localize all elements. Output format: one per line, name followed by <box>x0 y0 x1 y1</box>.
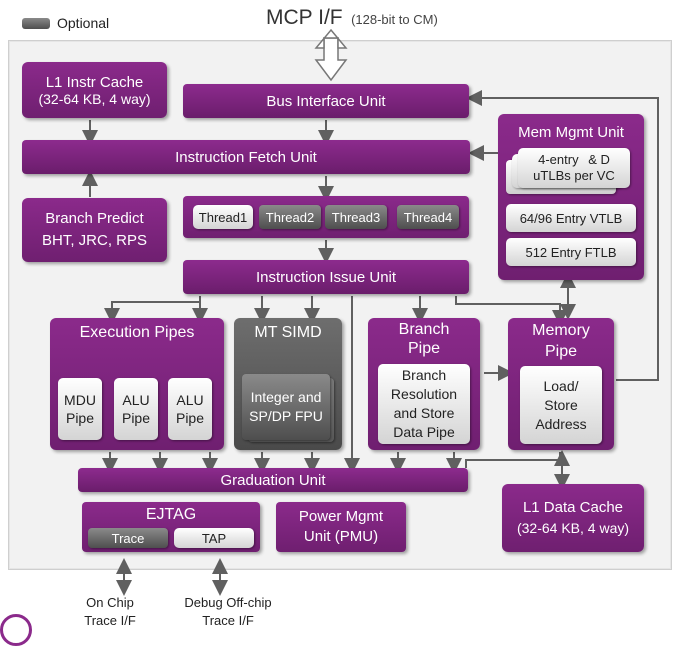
branch-pipe-title: Branch Pipe <box>368 320 480 358</box>
branch-predict-detail: BHT, JRC, RPS <box>41 232 147 249</box>
ftlb: 512 Entry FTLB <box>506 238 636 266</box>
mem-mgmt-title: Mem Mgmt Unit <box>518 124 624 141</box>
onchip-line1: On Chip <box>86 595 134 610</box>
thread-bar: Thread1 Thread2 Thread3 Thread4 <box>183 196 469 238</box>
mdu-pipe-line2: Pipe <box>65 410 95 426</box>
thread-4: Thread4 <box>397 205 459 229</box>
alu-pipe-1-line1: ALU <box>122 392 150 408</box>
connection-arrows <box>82 28 659 596</box>
fpu-line1: Integer and <box>250 389 322 405</box>
branch-pipe-title-1: Branch <box>398 321 450 338</box>
branch-pipe-title-2: Pipe <box>407 340 441 357</box>
bus-interface-unit: Bus Interface Unit <box>183 84 469 118</box>
l1-data-cache: L1 Data Cache (32-64 KB, 4 way) <box>502 484 644 552</box>
l1-data-size: (32-64 KB, 4 way) <box>516 520 630 536</box>
execution-pipes: Execution Pipes MDU Pipe ALU Pipe ALU Pi… <box>50 318 224 450</box>
mt-simd-title: MT SIMD <box>254 324 322 341</box>
mcp-interface-label: MCP I/F (128-bit to CM) <box>266 6 506 34</box>
mdu-pipe-line1: MDU <box>64 392 96 408</box>
memory-pipe-title-1: Memory <box>532 322 590 339</box>
utlb-box: 4-entry & D uTLBs per VC <box>518 148 630 188</box>
utlb-id: & D <box>588 152 610 167</box>
memory-pipe: Memory Pipe Load/ Store Address <box>508 318 614 450</box>
debug-line1: Debug Off-chip <box>184 595 272 610</box>
execution-pipes-title: Execution Pipes <box>79 324 195 341</box>
thread-1: Thread1 <box>193 205 253 229</box>
mem-mgmt-unit: Mem Mgmt Unit 4-entry & D uTLBs per VC 6… <box>498 114 644 280</box>
trace-box: Trace <box>88 528 168 548</box>
mcp-subtitle: (128-bit to CM) <box>351 12 438 27</box>
mcp-title: MCP I/F <box>266 6 343 29</box>
lsa-2: Store <box>544 396 578 413</box>
lsa-1: Load/ <box>543 377 579 394</box>
on-chip-trace-label: On Chip Trace I/F <box>70 594 150 630</box>
lsa-3: Address <box>535 415 587 432</box>
alu-pipe-1: ALU Pipe <box>114 378 158 440</box>
memory-pipe-title-2: Pipe <box>544 343 578 360</box>
l1-instr-cache: L1 Instr Cache (32-64 KB, 4 way) <box>22 62 167 118</box>
onchip-line2: Trace I/F <box>84 613 136 628</box>
mdu-pipe: MDU Pipe <box>58 378 102 440</box>
load-store-address: Load/ Store Address <box>520 366 602 444</box>
ejtag-title: EJTAG <box>145 506 197 523</box>
branch-res-4: Data Pipe <box>393 424 455 440</box>
graduation-unit: Graduation Unit <box>78 468 468 492</box>
optional-swatch <box>22 18 50 29</box>
fpu-line2: SP/DP FPU <box>249 408 323 424</box>
utlb-per-vc: uTLBs per VC <box>533 168 615 183</box>
debug-trace-label: Debug Off-chip Trace I/F <box>168 594 288 630</box>
power-mgmt-unit: Power Mgmt Unit (PMU) <box>276 502 406 552</box>
logo-fragment <box>0 614 32 646</box>
instruction-fetch-unit: Instruction Fetch Unit <box>22 140 470 174</box>
branch-res-2: Resolution <box>390 386 458 402</box>
alu-pipe-2-line1: ALU <box>176 392 204 408</box>
branch-res-1: Branch <box>401 367 447 383</box>
mt-simd: MT SIMD Integer and SP/DP FPU <box>234 318 342 450</box>
memory-pipe-title: Memory Pipe <box>508 320 614 362</box>
l1-instr-title: L1 Instr Cache <box>45 73 144 91</box>
branch-predict-title: Branch Predict <box>45 210 144 227</box>
branch-res-3: and Store <box>393 405 455 421</box>
power-mgmt-line1: Power Mgmt <box>298 508 384 525</box>
branch-predict: Branch Predict BHT, JRC, RPS <box>22 198 167 262</box>
thread-3: Thread3 <box>325 205 387 229</box>
fpu: Integer and SP/DP FPU <box>242 374 330 440</box>
alu-pipe-2-line2: Pipe <box>175 410 205 426</box>
utlb-entry: 4-entry <box>538 152 579 167</box>
tap-box: TAP <box>174 528 254 548</box>
branch-resolution: Branch Resolution and Store Data Pipe <box>378 364 470 444</box>
alu-pipe-1-line2: Pipe <box>121 410 151 426</box>
power-mgmt-line2: Unit (PMU) <box>303 528 379 545</box>
branch-pipe: Branch Pipe Branch Resolution and Store … <box>368 318 480 450</box>
ejtag: EJTAG Trace TAP <box>82 502 260 552</box>
l1-data-title: L1 Data Cache <box>522 499 624 516</box>
debug-line2: Trace I/F <box>202 613 254 628</box>
l1-instr-size: (32-64 KB, 4 way) <box>38 90 151 107</box>
instruction-issue-unit: Instruction Issue Unit <box>183 260 469 294</box>
legend: Optional <box>22 14 142 34</box>
thread-2: Thread2 <box>259 205 321 229</box>
legend-label: Optional <box>57 15 110 31</box>
alu-pipe-2: ALU Pipe <box>168 378 212 440</box>
vtlb: 64/96 Entry VTLB <box>506 204 636 232</box>
